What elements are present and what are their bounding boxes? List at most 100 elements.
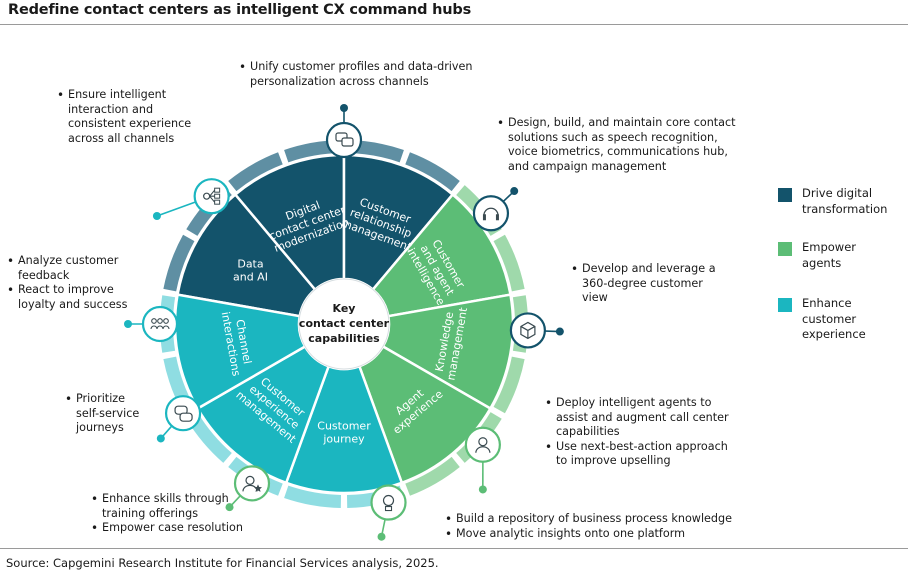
bullet: • xyxy=(91,521,99,535)
note-line: Analyze customer xyxy=(18,254,119,267)
ring-segment xyxy=(284,140,342,163)
legend-label: Enhance customer experience xyxy=(802,296,866,343)
note-cx-management: • Analyze customer feedback • React to i… xyxy=(7,254,128,312)
connector-dot xyxy=(152,212,161,220)
bullet: • xyxy=(445,512,453,526)
source-note: Source: Capgemini Research Institute for… xyxy=(6,556,439,570)
bullet: • xyxy=(445,526,453,541)
legend-line: Drive digital xyxy=(802,186,873,200)
bullet: • xyxy=(57,88,65,102)
bullet: • xyxy=(571,262,579,276)
segment-label-line: Data xyxy=(237,258,263,271)
note-line: 360-degree customer xyxy=(582,276,703,290)
center-hub: Key contact center capabilities xyxy=(298,278,390,370)
team-icon xyxy=(141,305,179,343)
legend-swatch xyxy=(778,242,792,256)
segment-label: Customerand agentintelligence xyxy=(404,233,470,308)
note-intelligence: • Deploy intelligent agents to assist an… xyxy=(545,396,729,469)
ring-segment xyxy=(228,152,283,192)
note-data-ai: • Unify customer profiles and data-drive… xyxy=(239,60,473,89)
cube-icon xyxy=(509,312,546,349)
note-channel-interactions: • Ensure intelligent interaction and con… xyxy=(57,88,191,146)
center-label-line-1: Key xyxy=(333,302,356,315)
legend-line: customer xyxy=(802,311,857,326)
note-line: Build a repository of business process k… xyxy=(456,512,733,525)
note-line: assist and augment call center xyxy=(556,410,729,424)
ring-segment xyxy=(163,234,195,292)
ring-segment xyxy=(284,485,342,508)
legend-line: Empower xyxy=(802,240,857,254)
legend-line: Enhance xyxy=(802,296,852,310)
ring-segment xyxy=(493,356,525,414)
legend-line: experience xyxy=(802,327,866,341)
note-line: voice biometrics, communications hub, xyxy=(508,145,728,158)
note-customer-journey: • Prioritize self-service journeys xyxy=(65,392,140,436)
ring-segment xyxy=(346,140,404,163)
chat-icon xyxy=(325,121,363,159)
note-crm: • Develop and leverage a 360-degree cust… xyxy=(571,262,716,306)
note-line: Empower case resolution xyxy=(102,521,243,534)
connector-dot xyxy=(225,503,234,512)
note-line: and campaign management xyxy=(508,159,667,173)
note-line: Deploy intelligent agents to xyxy=(556,396,712,409)
note-knowledge: • Build a repository of business process… xyxy=(445,512,733,541)
note-line: to improve upselling xyxy=(556,454,671,467)
connector-dot xyxy=(510,187,519,196)
wheel-segments xyxy=(173,153,515,495)
bullet: • xyxy=(545,396,553,410)
note-line: training offerings xyxy=(102,506,199,520)
connector-dot xyxy=(340,104,348,112)
headset-icon xyxy=(472,195,510,232)
note-line: solutions such as speech recognition, xyxy=(508,130,718,144)
connector-dot xyxy=(555,327,564,336)
legend-swatch xyxy=(778,298,792,312)
note-line: loyalty and success xyxy=(18,297,128,311)
note-line: Move analytic insights onto one platform xyxy=(456,526,686,540)
note-line: Ensure intelligent xyxy=(68,88,167,101)
ring-segment xyxy=(493,234,525,292)
page-title: Redefine contact centers as intelligent … xyxy=(8,2,471,18)
note-line: journeys xyxy=(76,421,124,434)
note-line: Enhance skills through xyxy=(102,492,229,505)
agent-icon xyxy=(464,426,501,463)
note-line: across all channels xyxy=(68,131,175,145)
icon-badges xyxy=(141,121,546,521)
note-line: Develop and leverage a xyxy=(582,262,716,275)
segment-label-line: journey xyxy=(322,433,365,446)
note-line: Prioritize xyxy=(76,392,126,405)
ring-segment xyxy=(405,456,460,496)
message-icon xyxy=(164,395,202,432)
segment-label-line: Customer xyxy=(317,420,371,433)
segment-label-line: and AI xyxy=(233,271,268,284)
connector-dot xyxy=(124,320,132,328)
note-line: view xyxy=(582,291,608,304)
note-line: React to improve xyxy=(18,283,114,296)
bullet: • xyxy=(7,254,15,268)
bullet: • xyxy=(65,392,73,406)
note-digital-modernization: • Design, build, and maintain core conta… xyxy=(497,116,736,174)
network-icon xyxy=(193,178,230,215)
connector-dot xyxy=(156,434,165,443)
center-label-line-2: contact center xyxy=(299,317,390,330)
center-label-line-3: capabilities xyxy=(308,332,380,345)
note-line: personalization across channels xyxy=(250,74,429,88)
legend-label: Drive digital transformation xyxy=(802,186,887,217)
legend-label: Empower agents xyxy=(802,240,856,271)
note-line: self-service xyxy=(76,406,140,420)
bullet: • xyxy=(497,116,505,130)
lightbulb-icon xyxy=(370,484,407,521)
legend-line: transformation xyxy=(802,201,888,216)
connector-dot xyxy=(478,485,487,494)
note-line: Design, build, and maintain core contact xyxy=(508,116,736,129)
ring-segment xyxy=(405,152,460,192)
note-line: Unify customer profiles and data-driven xyxy=(250,60,473,73)
ring-segment xyxy=(186,412,232,463)
bullet: • xyxy=(7,283,15,297)
segment-label: Customerrelationshipmanagement xyxy=(339,192,422,254)
source-divider xyxy=(0,548,908,549)
legend-line: agents xyxy=(802,255,842,270)
